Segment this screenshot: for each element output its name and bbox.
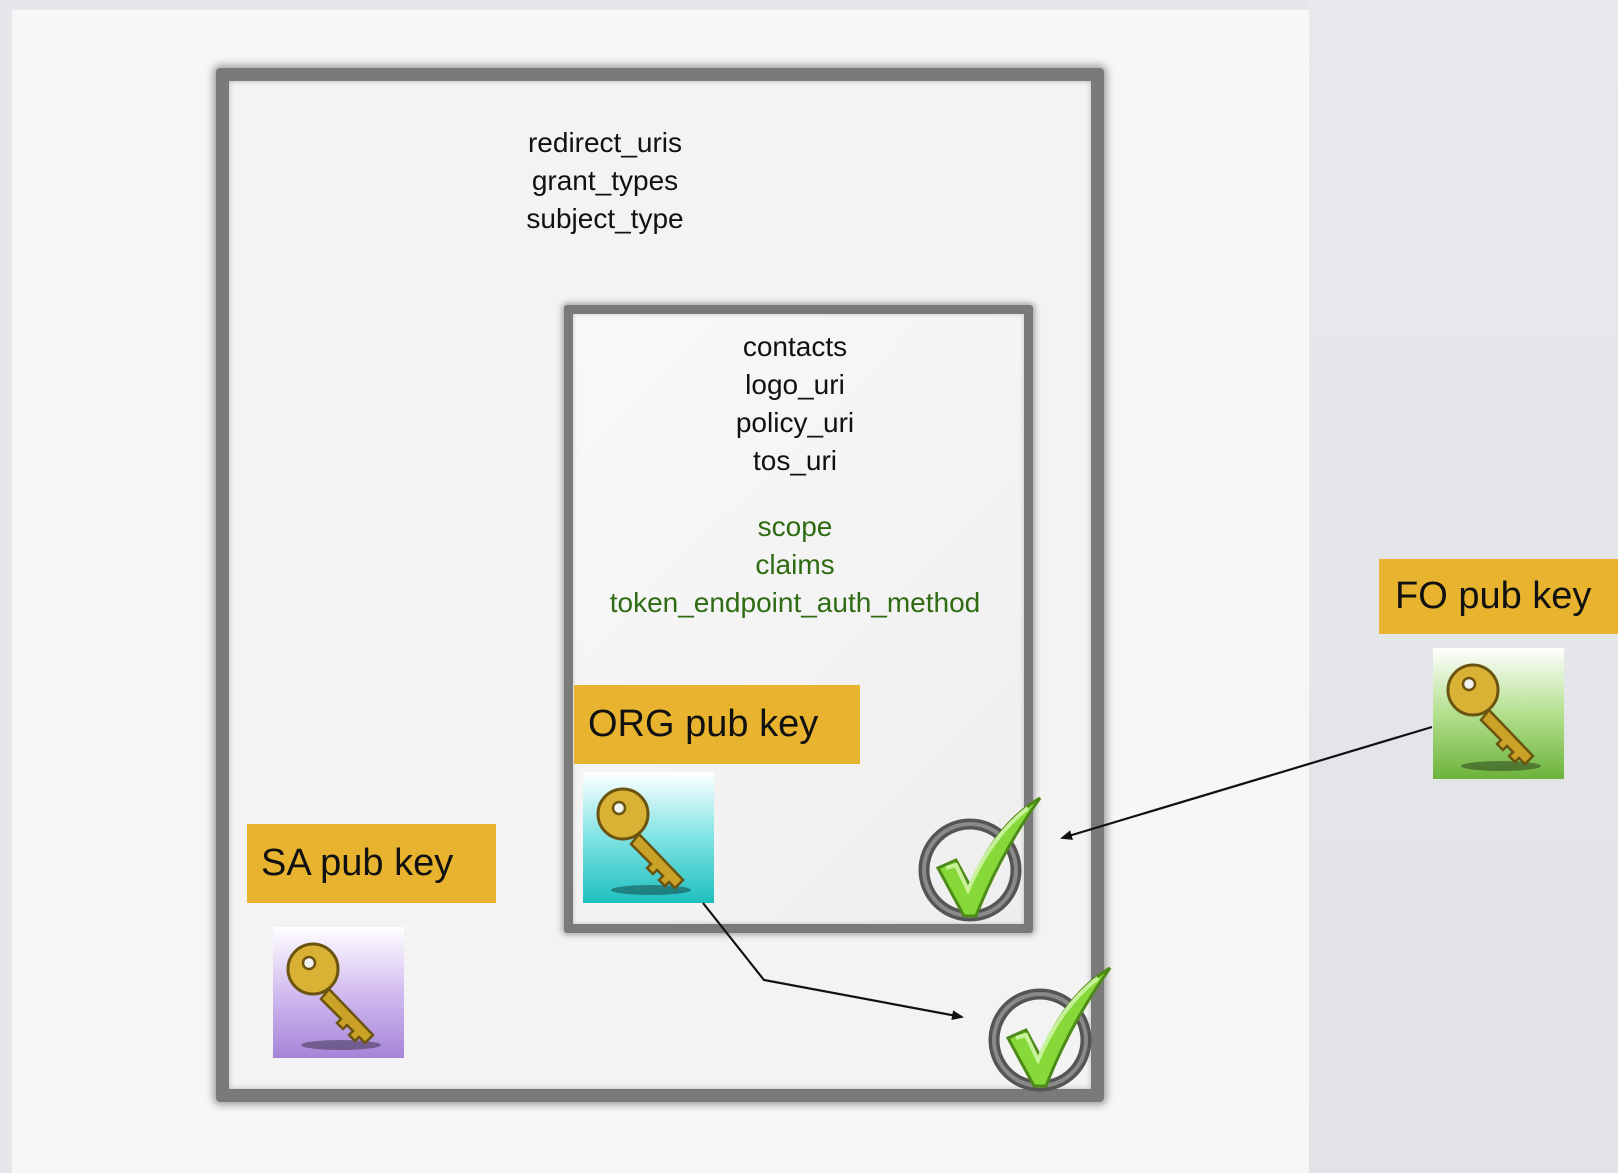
fo-key-icon xyxy=(1433,648,1564,779)
org-key-icon xyxy=(583,772,714,903)
field-tos-uri: tos_uri xyxy=(752,445,838,476)
org-pub-key-label: ORG pub key xyxy=(574,685,860,764)
sa-pub-key-label: SA pub key xyxy=(247,824,496,903)
inner-green-field-list: scope claims token_endpoint_auth_method xyxy=(570,508,1020,622)
org-key-to-outer-check-arrow xyxy=(702,902,964,1021)
outer-signature-check-icon xyxy=(980,960,1120,1100)
field-contacts: contacts xyxy=(742,331,848,362)
field-scope: scope xyxy=(757,511,833,542)
field-redirect-uris: redirect_uris xyxy=(527,127,683,158)
field-subject-type: subject_type xyxy=(526,203,684,234)
field-token-endpoint-auth-method: token_endpoint_auth_method xyxy=(609,587,981,618)
sa-key-icon xyxy=(273,927,404,1058)
inner-signature-check-icon xyxy=(910,790,1050,930)
field-logo-uri: logo_uri xyxy=(745,369,845,400)
fo-pub-key-label: FO pub key xyxy=(1379,559,1618,634)
field-claims: claims xyxy=(755,549,835,580)
field-policy-uri: policy_uri xyxy=(735,407,855,438)
inner-field-list: contacts logo_uri policy_uri tos_uri xyxy=(570,328,1020,480)
fo-key-to-inner-check-arrow xyxy=(1060,725,1433,840)
field-grant-types: grant_types xyxy=(531,165,679,196)
outer-field-list: redirect_uris grant_types subject_type xyxy=(460,124,750,238)
